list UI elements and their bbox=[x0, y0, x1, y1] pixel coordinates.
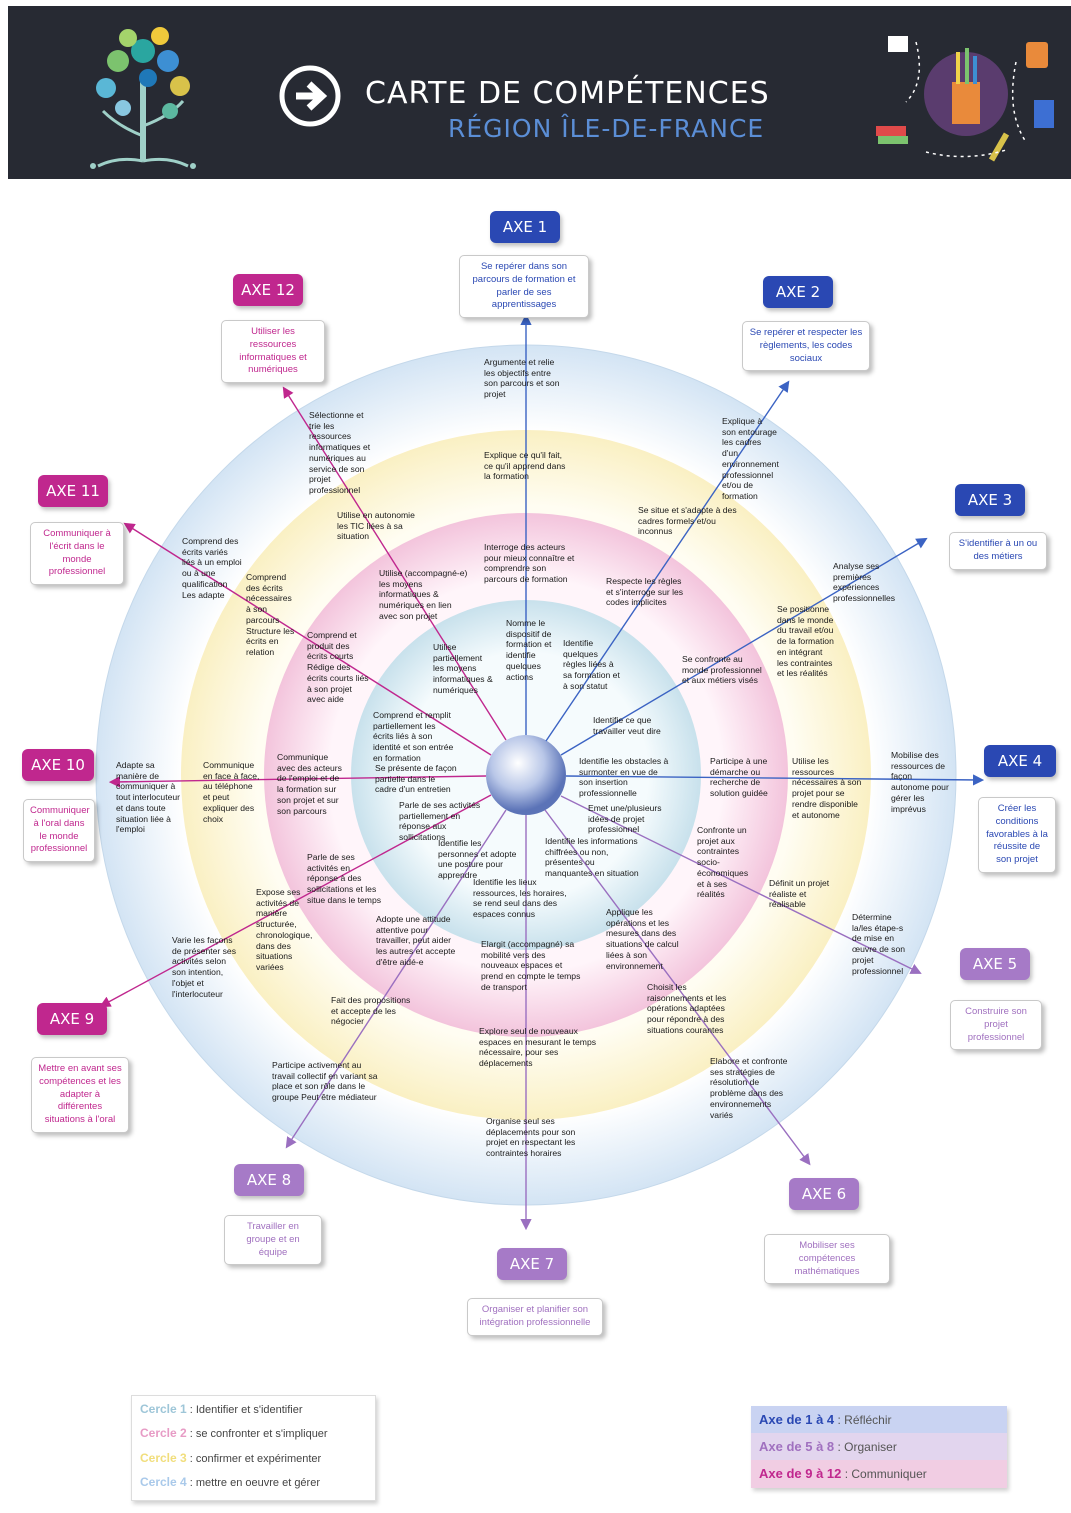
legend-axes-5-8: Axe de 5 à 8 : Organiser bbox=[751, 1433, 1007, 1460]
axe-7-description: Organiser et planifier son intégration p… bbox=[467, 1298, 603, 1336]
skill-axe2-cercle3: Se situe et s'adapte à des cadres formel… bbox=[638, 505, 737, 537]
skill-axe4-cercle4: Mobilise des ressources de façon autonom… bbox=[891, 750, 949, 814]
axe-10-description: Communiquer à l'oral dans le monde profe… bbox=[23, 799, 95, 863]
skill-axe12-cercle2: Utilise (accompagné-e) les moyens inform… bbox=[379, 568, 468, 621]
skill-axe11-cercle3: Comprend des écrits nécessaires à son pa… bbox=[246, 572, 295, 658]
axe-2-description: Se repérer et respecter les règlements, … bbox=[742, 321, 870, 372]
axe-11-description: Communiquer à l'écrit dans le monde prof… bbox=[30, 522, 124, 586]
concentric-circles bbox=[95, 313, 985, 1231]
tree-icon bbox=[90, 27, 196, 169]
skill-axe10-cercle1: Se présente de façon partielle dans le c… bbox=[375, 763, 457, 795]
skill-axe10-cercle3: Communique en face à face, au téléphone … bbox=[203, 760, 260, 824]
legend-circle-3: Cercle 3 : confirmer et expérimenter bbox=[140, 1451, 322, 1465]
axe-5-description: Construire son projet professionnel bbox=[950, 1000, 1042, 1051]
axe-11-button[interactable]: AXE 11 bbox=[38, 475, 108, 507]
axe-12-button[interactable]: AXE 12 bbox=[233, 274, 303, 306]
skill-axe4-cercle1: Identifie les obstacles à surmonter en v… bbox=[579, 756, 669, 799]
axe-8-description: Travailler en groupe et en équipe bbox=[224, 1215, 322, 1266]
skill-axe2-cercle4: Explique à son entourage les cadres d'un… bbox=[722, 416, 779, 502]
skill-axe7-cercle4: Organise seul ses déplacements pour son … bbox=[486, 1116, 576, 1159]
skill-axe5-cercle3: Définit un projet réaliste et réalisable bbox=[769, 878, 830, 910]
page-title: CARTE DE COMPÉTENCES bbox=[365, 76, 770, 111]
skill-axe1-cercle4: Argumente et relie les objectifs entre s… bbox=[484, 357, 560, 400]
axe-12-description: Utiliser les ressources informatiques et… bbox=[221, 320, 325, 384]
skill-axe7-cercle1: Identifie les lieux ressources, les hora… bbox=[473, 877, 567, 920]
axe-1-button[interactable]: AXE 1 bbox=[490, 211, 560, 243]
skill-axe9-cercle3: Expose ses activités de manière structur… bbox=[256, 887, 313, 973]
skill-axe12-cercle1: Utilise partiellement les moyens informa… bbox=[433, 642, 493, 695]
axe-4-button[interactable]: AXE 4 bbox=[984, 745, 1056, 777]
axe-10-button[interactable]: AXE 10 bbox=[22, 749, 94, 781]
legend-axes-1-4: Axe de 1 à 4 : Réfléchir bbox=[751, 1406, 1007, 1433]
skill-axe2-cercle2: Respecte les règles et s'interroge sur l… bbox=[606, 576, 684, 608]
skill-axe4-cercle3: Utilise les ressources nécessaires à son… bbox=[792, 756, 862, 820]
skill-axe12-cercle3: Utilise en autonomie les TIC liées à sa … bbox=[337, 510, 415, 542]
arrow-right-icon bbox=[279, 65, 341, 127]
axe-6-button[interactable]: AXE 6 bbox=[789, 1178, 859, 1210]
legend-circle-2: Cercle 2 : se confronter et s'impliquer bbox=[140, 1426, 328, 1440]
skill-axe1-cercle2: Interroge des acteurs pour mieux connaît… bbox=[484, 542, 575, 585]
skill-axe3-cercle2: Se confronte au monde professionnel et a… bbox=[682, 654, 762, 686]
skill-axe6-cercle3: Choisit les raisonnements et les opérati… bbox=[647, 982, 727, 1035]
axe-2-button[interactable]: AXE 2 bbox=[763, 276, 833, 308]
skill-axe11-cercle4: Comprend des écrits variés liés à un emp… bbox=[182, 536, 242, 600]
legend-circle-1: Cercle 1 : Identifier et s'identifier bbox=[140, 1402, 303, 1416]
skill-axe5-cercle2: Confronte un projet aux contraintes soci… bbox=[697, 825, 749, 900]
legend-axes: Axe de 1 à 4 : Réfléchir Axe de 5 à 8 : … bbox=[751, 1406, 1007, 1488]
skill-axe3-cercle1: Identifie ce que travailler veut dire bbox=[593, 715, 661, 736]
skill-axe6-cercle1: Identifie les informations chiffrées ou … bbox=[545, 836, 639, 879]
page-subtitle: RÉGION ÎLE-DE-FRANCE bbox=[448, 114, 765, 143]
skill-axe3-cercle4: Analyse ses premières expériences profes… bbox=[833, 561, 896, 604]
axe-4-description: Créer les conditions favorables à la réu… bbox=[978, 797, 1056, 874]
axe-3-description: S'identifier à un ou des métiers bbox=[949, 532, 1047, 570]
skill-axe7-cercle3: Explore seul de nouveaux espaces en mesu… bbox=[479, 1026, 597, 1069]
skill-axe6-cercle4: Elabore et confronte ses stratégies de r… bbox=[710, 1056, 788, 1120]
skill-axe12-cercle4: Sélectionne et trie les ressources infor… bbox=[309, 410, 371, 496]
skill-axe10-cercle4: Adapte sa manière de communiquer à tout … bbox=[116, 760, 181, 835]
axe-5-button[interactable]: AXE 5 bbox=[960, 948, 1030, 980]
skill-axe9-cercle2: Parle de ses activités en réponse à des … bbox=[307, 852, 382, 905]
skill-axe4-cercle2: Participe à une démarche ou recherche de… bbox=[710, 756, 768, 799]
axe-8-button[interactable]: AXE 8 bbox=[234, 1164, 304, 1196]
legend-circles: Cercle 1 : Identifier et s'identifier Ce… bbox=[131, 1395, 376, 1501]
skill-axe9-cercle1: Parle de ses activités partiellement en … bbox=[399, 800, 481, 843]
skill-axe8-cercle4: Participe activement au travail collecti… bbox=[272, 1060, 378, 1103]
legend-axes-9-12: Axe de 9 à 12 : Communiquer bbox=[751, 1460, 1007, 1488]
skill-axe11-cercle2: Comprend et produit des écrits courts Ré… bbox=[307, 630, 369, 705]
skill-axe8-cercle3: Fait des propositions et accepte de les … bbox=[331, 995, 411, 1027]
skill-axe1-cercle1: Nomme le dispositif de formation et iden… bbox=[506, 618, 552, 682]
skill-axe8-cercle2: Adopte une attitude attentive pour trava… bbox=[376, 914, 456, 967]
legend-circle-4: Cercle 4 : mettre en oeuvre et gérer bbox=[140, 1475, 320, 1489]
axe-9-description: Mettre en avant ses compétences et les a… bbox=[31, 1057, 129, 1134]
header-banner: CARTE DE COMPÉTENCES RÉGION ÎLE-DE-FRANC… bbox=[8, 6, 1071, 179]
skill-axe1-cercle3: Explique ce qu'il fait, ce qu'il apprend… bbox=[484, 450, 566, 482]
axe-6-description: Mobiliser ses compétences mathématiques bbox=[764, 1234, 890, 1285]
skill-axe8-cercle1: Identifie les personnes et adopte une po… bbox=[438, 838, 517, 881]
axe-1-description: Se repérer dans son parcours de formatio… bbox=[459, 255, 589, 319]
axe-7-button[interactable]: AXE 7 bbox=[497, 1248, 567, 1280]
skill-axe5-cercle4: Détermine la/les étape-s de mise en œuvr… bbox=[852, 912, 906, 976]
axe-3-button[interactable]: AXE 3 bbox=[955, 484, 1025, 516]
competency-map: AXE 1 Se repérer dans son parcours de fo… bbox=[0, 180, 1071, 1380]
skill-axe9-cercle4: Varie les façons de présenter ses activi… bbox=[172, 935, 237, 999]
skill-axe6-cercle2: Applique les opérations et les mesures d… bbox=[606, 907, 679, 971]
skill-axe10-cercle2: Communique avec des acteurs de l'emploi … bbox=[277, 752, 342, 816]
skill-axe2-cercle1: Identifie quelques règles liées à sa for… bbox=[563, 638, 620, 691]
skill-axe3-cercle3: Se positionne dans le monde du travail e… bbox=[777, 604, 834, 679]
skill-axe7-cercle2: Elargit (accompagné) sa mobilité vers de… bbox=[481, 939, 581, 992]
skill-axe5-cercle1: Emet une/plusieurs idées de projet profe… bbox=[588, 803, 662, 835]
axe-9-button[interactable]: AXE 9 bbox=[37, 1003, 107, 1035]
skill-axe11-cercle1: Comprend et remplit partiellement les éc… bbox=[373, 710, 454, 763]
school-supplies-icon bbox=[876, 36, 1054, 162]
